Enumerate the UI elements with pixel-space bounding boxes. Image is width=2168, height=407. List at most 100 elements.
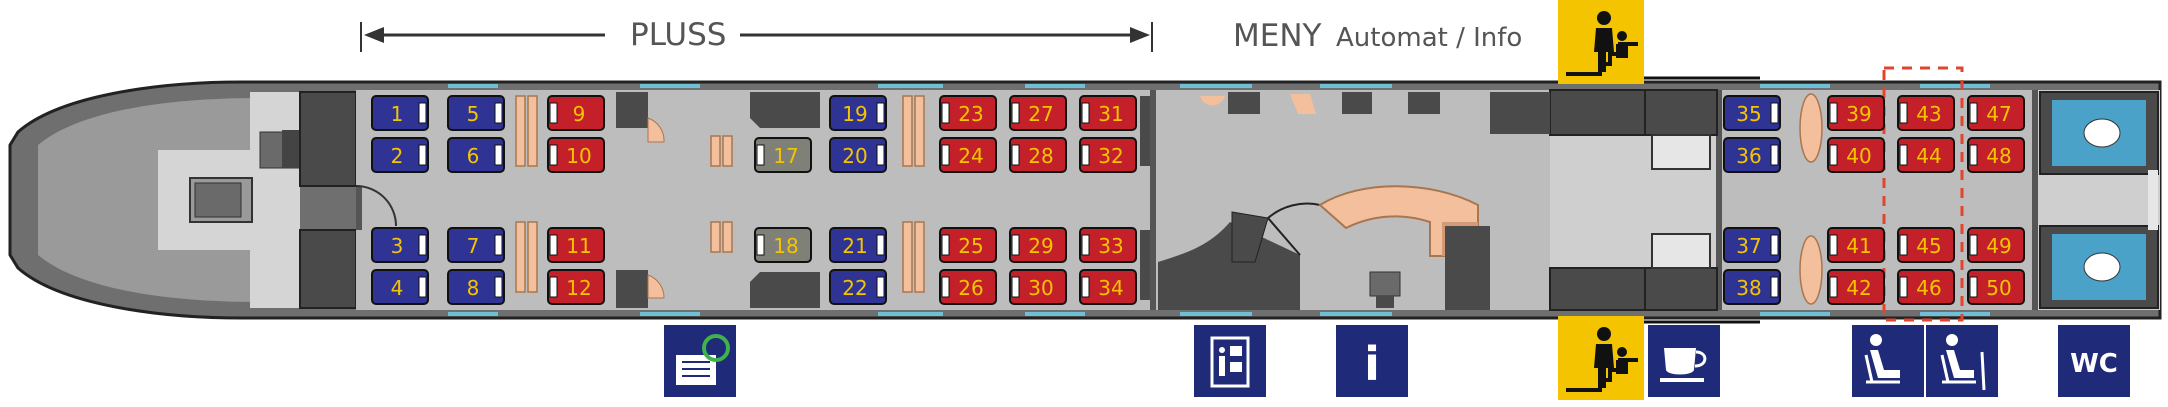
seat-8[interactable]: 8	[447, 269, 505, 305]
tables	[515, 93, 1823, 305]
coffee-cup-icon	[1648, 325, 1720, 397]
seat-number: 50	[1986, 276, 2011, 300]
seat-back	[1011, 144, 1020, 166]
seat-17[interactable]: 17	[754, 137, 812, 173]
seat-25[interactable]: 25	[939, 227, 997, 263]
seat-34[interactable]: 34	[1079, 269, 1137, 305]
seat-11[interactable]: 11	[547, 227, 605, 263]
seat-4[interactable]: 4	[371, 269, 429, 305]
seat-50[interactable]: 50	[1967, 269, 2025, 305]
seat-5[interactable]: 5	[447, 95, 505, 131]
seat-cushion	[447, 269, 505, 305]
seat-49[interactable]: 49	[1967, 227, 2025, 263]
seat-cushion	[447, 227, 505, 263]
seat-12[interactable]: 12	[547, 269, 605, 305]
seat-37[interactable]: 37	[1723, 227, 1781, 263]
seat-number: 4	[391, 276, 404, 300]
seat-29[interactable]: 29	[1009, 227, 1067, 263]
seat-back	[1770, 234, 1779, 256]
seat-number: 31	[1098, 102, 1123, 126]
seat-41[interactable]: 41	[1827, 227, 1885, 263]
seat-3[interactable]: 3	[371, 227, 429, 263]
seat-42[interactable]: 42	[1827, 269, 1885, 305]
seat-46[interactable]: 46	[1897, 269, 1955, 305]
seat-10[interactable]: 10	[547, 137, 605, 173]
seat-back	[941, 276, 950, 298]
seat-33[interactable]: 33	[1079, 227, 1137, 263]
seat-back	[1011, 102, 1020, 124]
seat-35[interactable]: 35	[1723, 95, 1781, 131]
seat-44[interactable]: 44	[1897, 137, 1955, 173]
seat-27[interactable]: 27	[1009, 95, 1067, 131]
seat-number: 2	[391, 144, 404, 168]
seat-30[interactable]: 30	[1009, 269, 1067, 305]
seat-back	[941, 144, 950, 166]
seat-47[interactable]: 47	[1967, 95, 2025, 131]
seat-cushion	[371, 269, 429, 305]
seat-22[interactable]: 22	[829, 269, 887, 305]
priority-seating-zone	[1882, 66, 1964, 322]
seat-number: 21	[842, 234, 867, 258]
seat-21[interactable]: 21	[829, 227, 887, 263]
seats: 1234567819202122353637389101112232425262…	[371, 95, 2025, 305]
seat-number: 33	[1098, 234, 1123, 258]
seat-number: 8	[467, 276, 480, 300]
seat-6[interactable]: 6	[447, 137, 505, 173]
seat-back	[1829, 276, 1838, 298]
seat-number: 20	[842, 144, 867, 168]
seat-cushion	[829, 269, 887, 305]
seat-number: 7	[467, 234, 480, 258]
seat-23[interactable]: 23	[939, 95, 997, 131]
seat-19[interactable]: 19	[829, 95, 887, 131]
seat-number: 23	[958, 102, 983, 126]
info-screen-icon	[1194, 325, 1266, 397]
seat-1[interactable]: 1	[371, 95, 429, 131]
seat-18[interactable]: 18	[754, 227, 812, 263]
seat-39[interactable]: 39	[1827, 95, 1885, 131]
seat-number: 46	[1916, 276, 1941, 300]
seat-43[interactable]: 43	[1897, 95, 1955, 131]
priority-seat-icon	[1852, 325, 1924, 397]
seat-9[interactable]: 9	[547, 95, 605, 131]
seat-26[interactable]: 26	[939, 269, 997, 305]
seat-number: 37	[1736, 234, 1761, 258]
seat-number: 3	[391, 234, 404, 258]
seat-48[interactable]: 48	[1967, 137, 2025, 173]
seat-20[interactable]: 20	[829, 137, 887, 173]
seat-cushion	[1079, 137, 1137, 173]
seat-back	[1011, 234, 1020, 256]
seat-back	[418, 102, 427, 124]
seat-number: 28	[1028, 144, 1053, 168]
seat-28[interactable]: 28	[1009, 137, 1067, 173]
seat-back	[1829, 234, 1838, 256]
seat-cushion	[1967, 269, 2025, 305]
seat-back	[941, 234, 950, 256]
seat-back	[549, 102, 558, 124]
seat-38[interactable]: 38	[1723, 269, 1781, 305]
seat-number: 9	[573, 102, 586, 126]
seat-number: 12	[566, 276, 591, 300]
seat-cushion	[829, 227, 887, 263]
seat-32[interactable]: 32	[1079, 137, 1137, 173]
seat-36[interactable]: 36	[1723, 137, 1781, 173]
seat-back	[1969, 234, 1978, 256]
seat-2[interactable]: 2	[371, 137, 429, 173]
seat-45[interactable]: 45	[1897, 227, 1955, 263]
seat-number: 29	[1028, 234, 1053, 258]
seat-number: 49	[1986, 234, 2011, 258]
seat-31[interactable]: 31	[1079, 95, 1137, 131]
seat-cushion	[447, 137, 505, 173]
seat-cushion	[829, 95, 887, 131]
seat-cushion	[939, 269, 997, 305]
seat-cushion	[1723, 269, 1781, 305]
seat-7[interactable]: 7	[447, 227, 505, 263]
seat-24[interactable]: 24	[939, 137, 997, 173]
seat-back	[1899, 144, 1908, 166]
seat-number: 30	[1028, 276, 1053, 300]
seat-number: 11	[566, 234, 591, 258]
seat-40[interactable]: 40	[1827, 137, 1885, 173]
seat-number: 45	[1916, 234, 1941, 258]
seat-number: 32	[1098, 144, 1123, 168]
seat-cushion	[447, 95, 505, 131]
